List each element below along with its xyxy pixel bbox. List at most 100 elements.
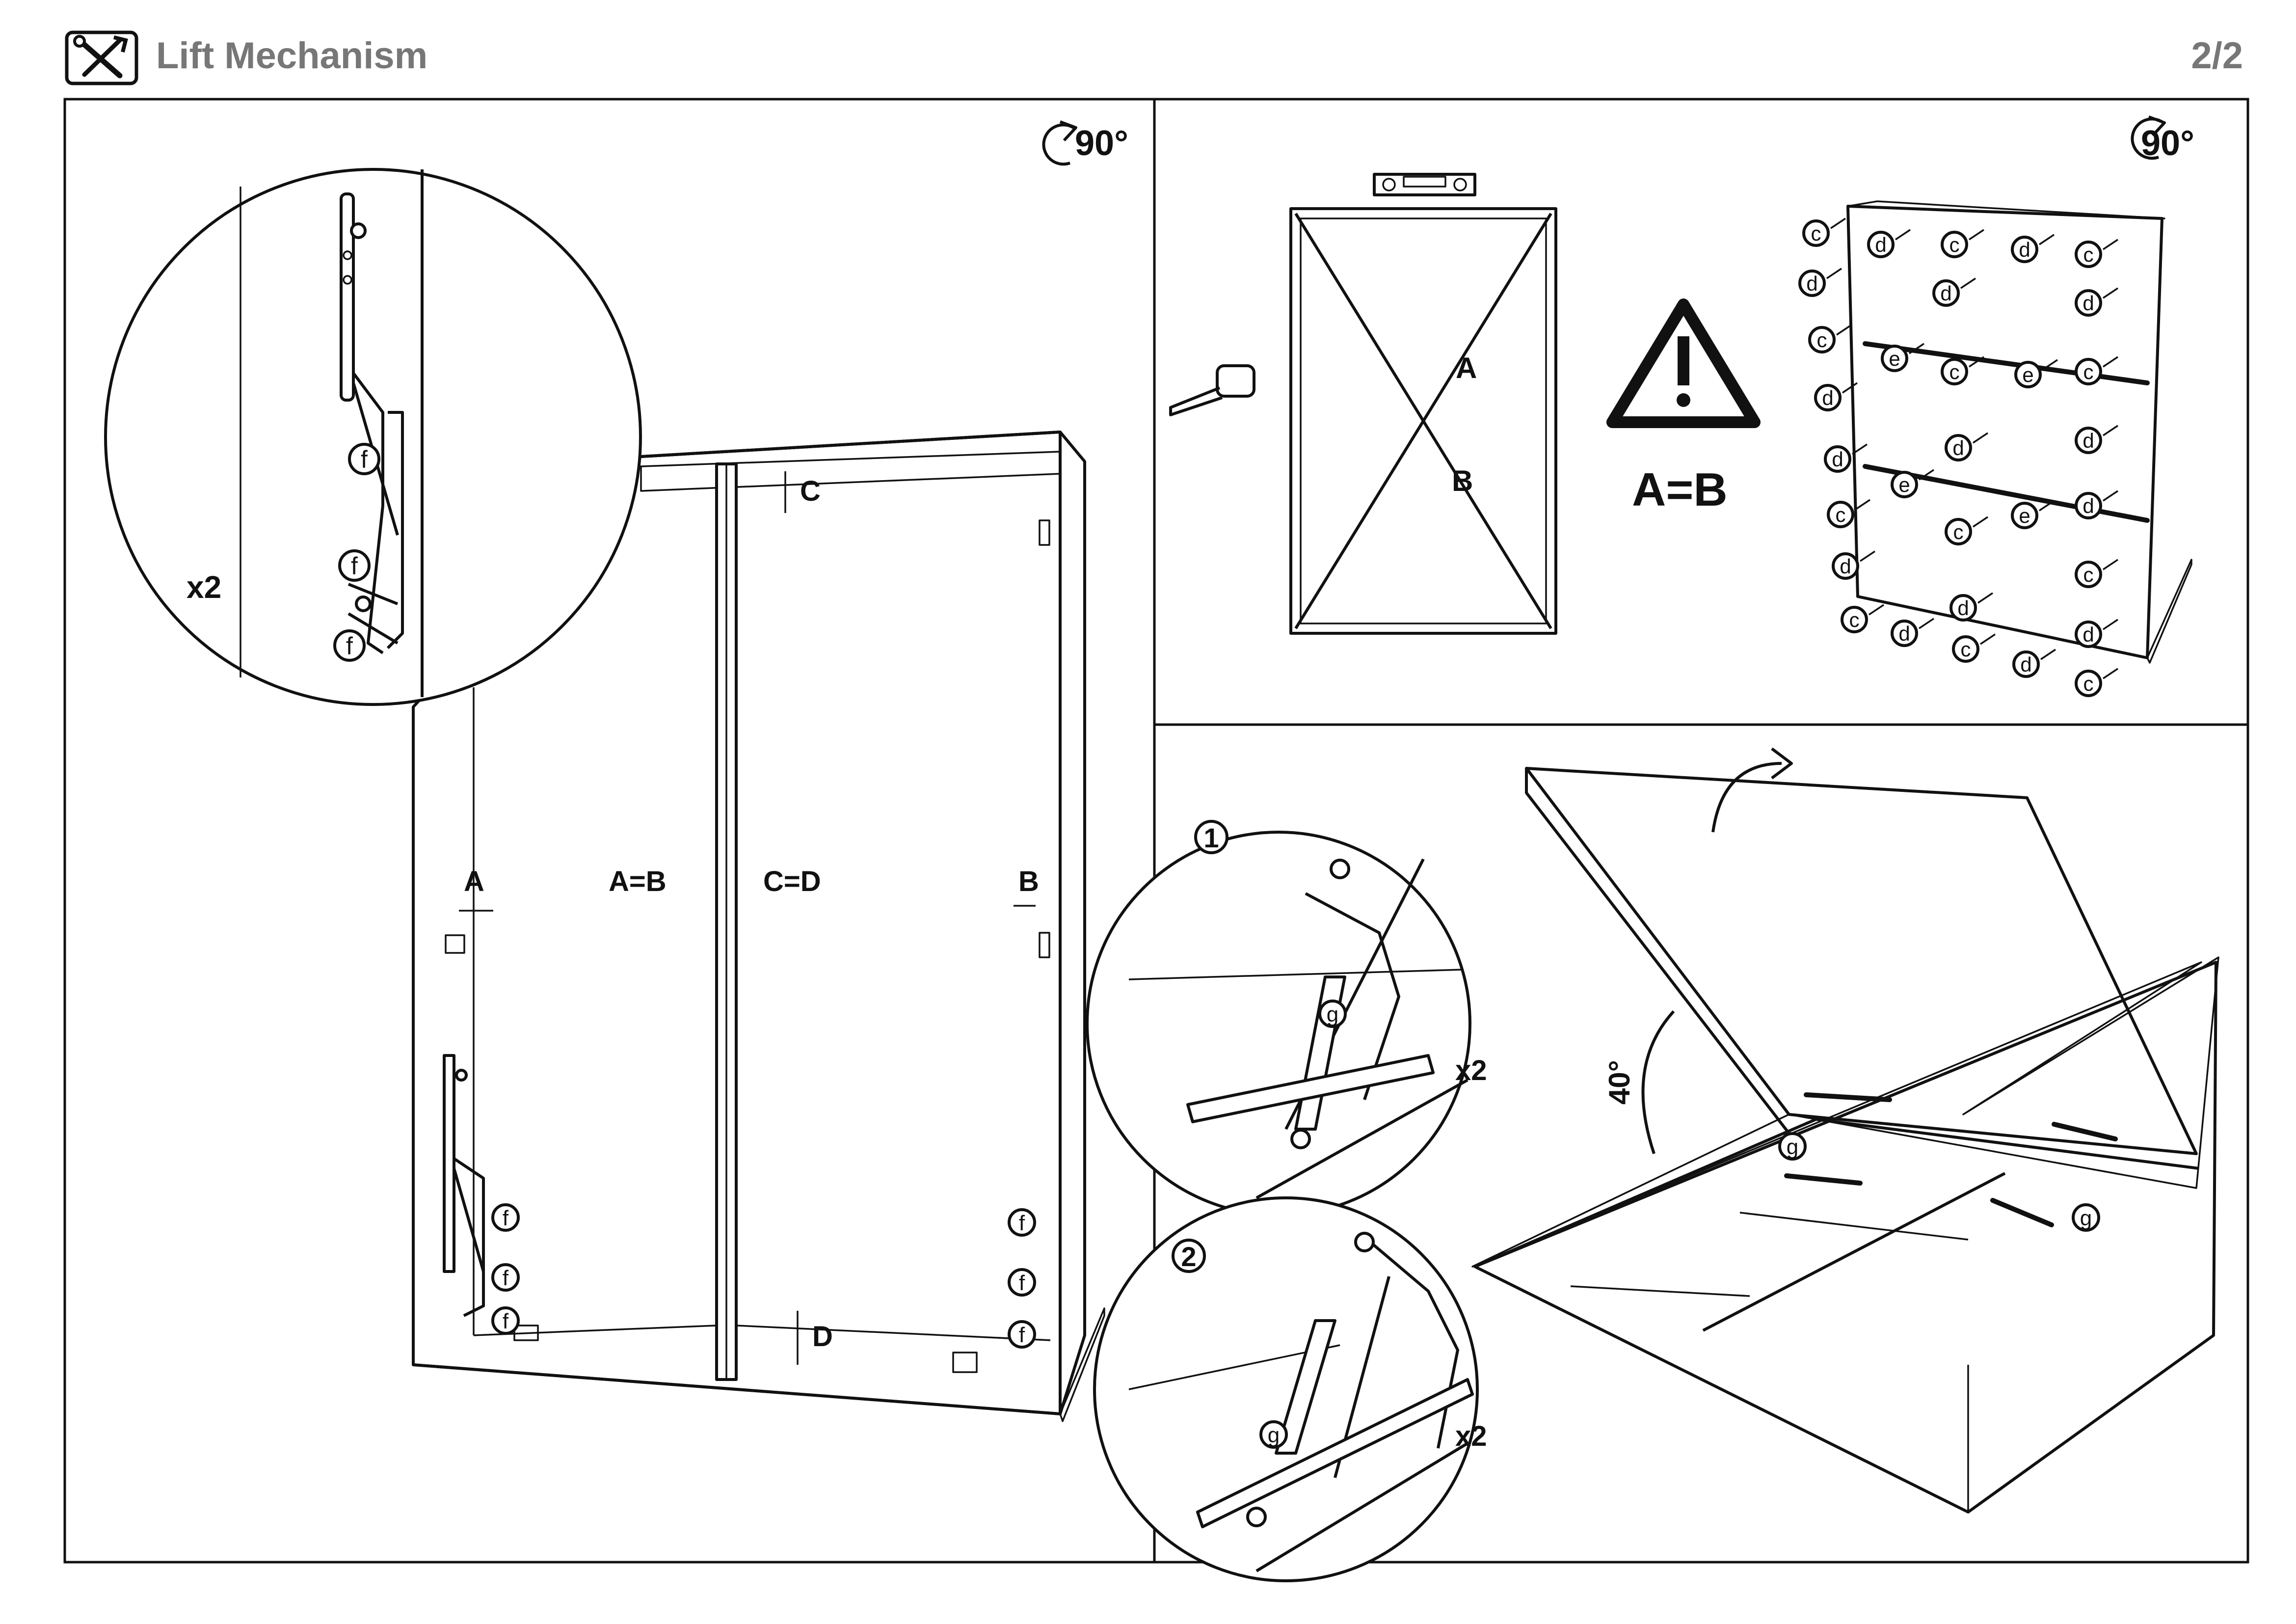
rotate-icon	[1042, 120, 1077, 166]
screw-label: d	[2082, 429, 2094, 452]
screw-e-callout: e	[2014, 359, 2058, 388]
screw-label: c	[2083, 563, 2094, 586]
dim-ab-label: A=B	[609, 866, 667, 897]
screw-label: c	[2083, 672, 2094, 695]
svg-text:f: f	[1019, 1323, 1025, 1347]
f-callout: f	[1008, 1268, 1036, 1297]
g-callout: g	[1318, 1000, 1347, 1028]
step-2-badge: 2	[1172, 1239, 1206, 1273]
diag-a-label: A	[1456, 352, 1477, 384]
screw-label: c	[1949, 233, 1960, 256]
f-callout: f	[348, 443, 380, 475]
screw-d-callout: d	[1932, 277, 1976, 307]
screw-d-callout: d	[2075, 490, 2118, 519]
rotate-icon	[2131, 115, 2166, 160]
dim-cd-label: C=D	[763, 866, 821, 897]
diag-b-label: B	[1452, 464, 1473, 497]
left-panel: 90°	[104, 120, 1128, 1422]
svg-text:g: g	[1268, 1423, 1280, 1447]
screw-label: c	[1961, 638, 1971, 661]
screw-c-callout: c	[2075, 559, 2118, 588]
screw-label: d	[1875, 233, 1886, 256]
screw-d-callout: d	[1867, 229, 1911, 258]
screw-label: d	[2020, 653, 2031, 676]
screw-c-callout: c	[2075, 668, 2118, 697]
screw-label: d	[1952, 436, 1964, 460]
screw-c-callout: c	[2075, 239, 2118, 268]
screw-c-callout: c	[1941, 356, 1984, 385]
screw-d-callout: d	[1945, 432, 1988, 461]
screw-label: c	[1953, 520, 1964, 543]
dim-b-label: B	[1018, 866, 1039, 897]
dim-d-label: D	[812, 1321, 833, 1353]
svg-text:g: g	[2080, 1206, 2092, 1230]
svg-text:f: f	[346, 632, 353, 660]
svg-text:f: f	[503, 1206, 509, 1230]
g-callout: g	[1259, 1420, 1288, 1449]
screw-label: e	[2019, 504, 2030, 527]
svg-text:2: 2	[1181, 1241, 1196, 1272]
screw-e-callout: e	[1881, 343, 1924, 372]
svg-text:g: g	[1787, 1135, 1798, 1159]
screw-label: d	[2082, 623, 2094, 646]
screw-c-callout: c	[2075, 356, 2118, 385]
zoom-detail-circle	[104, 168, 642, 706]
dim-c-label: C	[800, 475, 821, 507]
f-callout: f	[1008, 1320, 1036, 1349]
screw-label: c	[2083, 360, 2094, 383]
screw-label: e	[1898, 473, 1910, 496]
screw-d-callout: d	[1891, 618, 1934, 647]
screw-label: e	[2022, 363, 2033, 386]
multiplier-label: x2	[1455, 1420, 1487, 1452]
f-callout: f	[491, 1263, 520, 1292]
screw-d-callout: d	[1798, 268, 1842, 297]
wrench-screwdriver-icon	[65, 30, 138, 85]
rotate-label: 90°	[1075, 124, 1128, 163]
tape-measure-icon	[1169, 364, 1255, 416]
multiplier-label: x2	[187, 569, 221, 605]
screw-label: c	[2083, 243, 2094, 266]
screw-label: d	[1940, 282, 1951, 305]
screw-d-callout: d	[2075, 425, 2118, 454]
warning-triangle-icon	[1606, 298, 1761, 428]
bed-frame-drawing	[412, 431, 1105, 1422]
screw-c-callout: c	[1945, 516, 1988, 545]
screw-d-callout: d	[1814, 382, 1858, 411]
dimension-arrows	[459, 471, 1036, 1365]
screw-label: d	[2082, 494, 2094, 517]
screw-label: c	[1849, 608, 1860, 631]
page-number: 2/2	[2191, 35, 2243, 77]
screw-c-callout: c	[1841, 604, 1884, 633]
screw-label: d	[1957, 596, 1969, 620]
screw-c-callout: c	[1952, 633, 1996, 663]
screw-label: c	[1811, 222, 1821, 245]
rotate-label: 90°	[2141, 124, 2194, 163]
svg-text:f: f	[1019, 1271, 1025, 1295]
screw-label: d	[1806, 272, 1817, 295]
svg-text:f: f	[351, 552, 358, 580]
screw-label: c	[1817, 328, 1827, 352]
svg-text:1: 1	[1203, 822, 1219, 853]
svg-text:f: f	[503, 1266, 509, 1290]
svg-text:f: f	[503, 1309, 509, 1333]
direction-arrows	[1784, 1092, 2118, 1227]
open-arrow-icon	[1711, 747, 1793, 833]
open-bed-drawing	[1471, 767, 2219, 1514]
screw-c-callout: c	[1827, 499, 1870, 528]
slat-base-drawing	[1846, 200, 2192, 664]
screw-e-callout: e	[2011, 500, 2055, 529]
screw-c-callout: c	[1941, 229, 1984, 258]
angle-label: 40°	[1603, 1060, 1636, 1105]
screw-label: d	[2019, 238, 2030, 261]
svg-text:g: g	[1327, 1002, 1338, 1027]
spirit-level-icon	[1373, 173, 1476, 196]
screw-d-callout: d	[2012, 649, 2056, 678]
screw-d-callout: d	[1824, 443, 1868, 473]
f-callout: f	[1008, 1208, 1036, 1237]
screw-label: d	[1832, 448, 1843, 471]
lift-hinge-left	[443, 1054, 485, 1317]
screw-c-callout: c	[1802, 217, 1846, 247]
page-header: Lift Mechanism 2/2	[0, 0, 2296, 98]
